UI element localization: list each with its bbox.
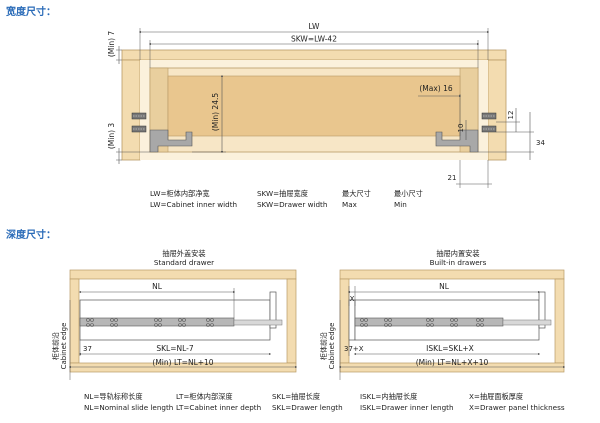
width-section-title: 宽度尺寸：: [6, 7, 56, 18]
min7-label: (Min) 7: [107, 31, 116, 58]
d12-label: 12: [507, 111, 515, 120]
legend-text: X=抽屉面板厚度: [469, 392, 524, 401]
d10-label: 10: [457, 124, 465, 133]
legend-text: Min: [394, 199, 407, 209]
max16-label: (Max) 16: [419, 84, 453, 93]
legend-text: LT=柜体内部深度: [176, 392, 233, 401]
builtin-nl-label: NL: [439, 282, 450, 291]
depth-legend-item: X=抽屉面板厚度 X=Drawer panel thickness: [469, 392, 565, 413]
left-slide-profile: [149, 129, 193, 153]
builtin-edge-en: Cabinet edge: [328, 323, 336, 370]
standard-title-en: Standard drawer: [154, 258, 214, 267]
legend-text: 最小尺寸: [394, 189, 423, 198]
width-legend-item: SKW=抽屉宽度 SKW=Drawer width: [257, 189, 327, 210]
legend-text: LW=柜体内部净宽: [150, 189, 210, 198]
skw-label: SKW=LW-42: [291, 35, 337, 44]
min245-label: (Min) 24.5: [211, 93, 220, 131]
width-legend-item: 最大尺寸 Max: [342, 189, 371, 210]
min3-label: (Min) 3: [107, 123, 116, 150]
depth-legend-item: NL=导轨标称长度 NL=Nominal slide length: [84, 392, 173, 413]
standard-lt-label: (Min) LT=NL+10: [152, 358, 213, 367]
depth-legend-item: SKL=抽屉长度 SKL=Drawer length: [272, 392, 343, 413]
width-legend-item: 最小尺寸 Min: [394, 189, 423, 210]
d21-label: 21: [448, 174, 457, 182]
d34-label: 34: [536, 139, 545, 147]
legend-text: NL=Nominal slide length: [84, 402, 174, 412]
builtin-x-label: X: [350, 295, 355, 303]
legend-text: ISKL=内抽屉长度: [360, 392, 418, 401]
legend-text: SKL=抽屉长度: [272, 392, 321, 401]
legend-text: ISKL=Drawer inner length: [360, 402, 454, 412]
width-drawing: LW SKW=LW-42 (Min) 7 (Min) 3 (Min) 24.5 …: [107, 22, 545, 188]
lw-label: LW: [309, 22, 320, 31]
legend-text: NL=导轨标称长度: [84, 392, 143, 401]
builtin-iskl-label: ISKL=SKL+X: [426, 344, 474, 353]
legend-text: SKW=Drawer width: [257, 199, 328, 209]
standard-37-label: 37: [83, 345, 92, 353]
standard-title-zh: 抽屉外盖安装: [162, 249, 205, 258]
depth-legend-item: ISKL=内抽屉长度 ISKL=Drawer inner length: [360, 392, 454, 413]
legend-text: Max: [342, 199, 357, 209]
right-screws: [481, 112, 497, 133]
width-legend-item: LW=柜体内部净宽 LW=Cabinet inner width: [150, 189, 237, 210]
standard-edge-zh: 柜体前沿: [51, 332, 60, 360]
depth-legend-item: LT=柜体内部深度 LT=Cabinet inner depth: [176, 392, 261, 413]
cabinet-right-panel: [487, 59, 507, 161]
builtin-title-zh: 抽屉内置安装: [436, 249, 479, 258]
legend-text: SKL=Drawer length: [272, 402, 343, 412]
standard-skl-label: SKL=NL-7: [156, 344, 194, 353]
cabinet-left-panel: [121, 59, 141, 161]
legend-text: X=Drawer panel thickness: [469, 402, 565, 412]
legend-text: SKW=抽屉宽度: [257, 189, 308, 198]
builtin-lt-label: (Min) LT=NL+X+10: [416, 358, 489, 367]
right-slide-profile: [435, 129, 479, 153]
builtin-37x-label: 37+X: [344, 345, 364, 353]
legend-text: LT=Cabinet inner depth: [176, 402, 262, 412]
standard-drawer-drawing: 抽屉外盖安装 Standard drawer NL: [51, 249, 298, 380]
left-screws: [131, 112, 147, 133]
builtin-drawer-drawing: 抽屉内置安装 Built-in drawers NL: [319, 249, 566, 380]
standard-nl-label: NL: [152, 282, 163, 291]
builtin-title-en: Built-in drawers: [430, 258, 487, 267]
builtin-edge-zh: 柜体前沿: [319, 332, 328, 360]
depth-section-title: 深度尺寸：: [6, 230, 56, 241]
legend-text: 最大尺寸: [342, 189, 371, 198]
standard-edge-en: Cabinet edge: [60, 323, 68, 370]
cabinet-top-panel: [121, 49, 507, 61]
legend-text: LW=Cabinet inner width: [150, 199, 238, 209]
